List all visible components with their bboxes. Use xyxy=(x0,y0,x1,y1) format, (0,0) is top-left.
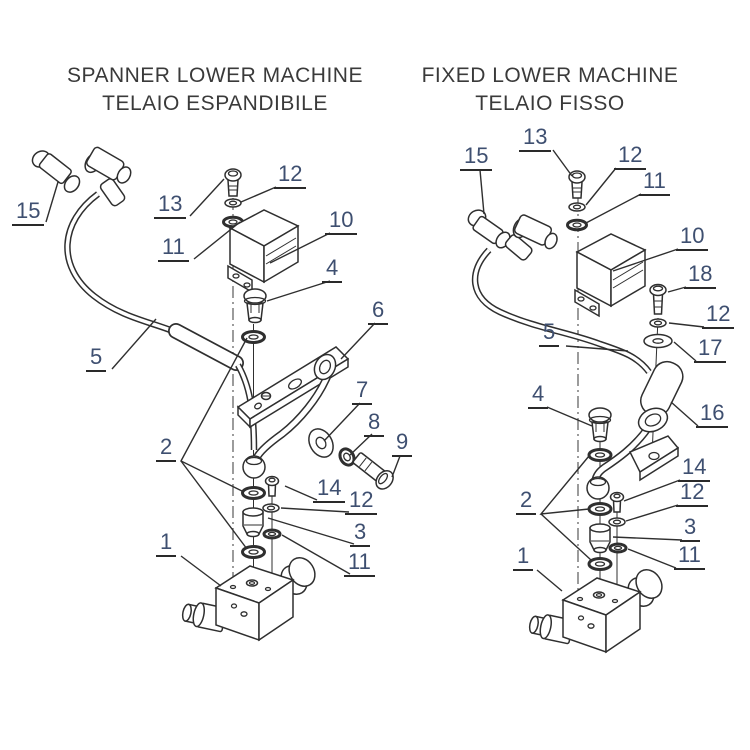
part-washer-8-left xyxy=(338,447,356,467)
part-washer-11-left-mid xyxy=(262,528,282,540)
part-washer-2b-right xyxy=(587,502,613,516)
part-washer-2c-right xyxy=(587,557,613,571)
part-washer-2a-right xyxy=(587,448,613,462)
part-washer-2b-left xyxy=(241,486,266,500)
left-callout-12-mid: 12 xyxy=(345,489,378,515)
right-callout-11-top: 11 xyxy=(639,170,670,196)
part-washer-2a-left xyxy=(241,330,266,344)
left-callout-10: 10 xyxy=(325,209,358,235)
part-hose-5-left xyxy=(64,191,258,451)
right-callout-12-top: 12 xyxy=(614,144,647,170)
part-bolt-18-right xyxy=(649,283,667,315)
right-callout-4: 4 xyxy=(528,383,549,409)
right-callout-1: 1 xyxy=(513,545,534,571)
part-plug-4-left xyxy=(243,288,267,324)
part-washer-12-right-top xyxy=(568,202,586,212)
left-assembly-title: SPANNER LOWER MACHINE TELAIO ESPANDIBILE xyxy=(35,62,395,118)
part-washer-12-left-top xyxy=(224,198,242,208)
right-assembly-drawing xyxy=(467,149,705,654)
left-callout-12-top: 12 xyxy=(274,163,307,189)
right-callout-14: 14 xyxy=(678,456,711,482)
right-callout-3: 3 xyxy=(680,516,701,542)
part-block-10-right xyxy=(574,233,647,318)
part-valve-block-1-right xyxy=(528,569,663,654)
left-callout-4: 4 xyxy=(322,257,343,283)
part-plate-tube-6-left xyxy=(236,346,350,479)
part-bolt-13-left xyxy=(224,168,242,197)
right-callout-17: 17 xyxy=(694,337,727,363)
left-callout-2: 2 xyxy=(156,436,177,462)
part-washer-11-right-mid xyxy=(608,542,628,554)
left-leader-lines xyxy=(45,178,401,587)
part-washer-12-right-mid xyxy=(608,517,626,527)
part-bolt-14-left xyxy=(264,475,280,497)
left-callout-15: 15 xyxy=(12,200,45,226)
left-callout-3: 3 xyxy=(350,521,371,547)
part-bolt-13-right xyxy=(568,170,586,199)
right-callout-5: 5 xyxy=(539,321,560,347)
part-washer-7-left xyxy=(308,428,334,458)
part-valve-block-1-left xyxy=(181,557,316,642)
right-title-line1: FIXED LOWER MACHINE xyxy=(421,64,679,87)
part-fitting-3-left xyxy=(242,507,264,538)
part-bolt-9-left xyxy=(352,452,394,490)
left-callout-9: 9 xyxy=(392,431,413,457)
right-callout-11-mid: 11 xyxy=(674,544,705,570)
left-callout-7: 7 xyxy=(352,379,373,405)
part-elbow-16-right xyxy=(586,360,684,500)
part-washer-2c-left xyxy=(241,545,266,559)
part-block-10-left xyxy=(227,209,300,294)
right-callout-12-18: 12 xyxy=(702,303,735,329)
right-callout-16: 16 xyxy=(696,402,729,428)
part-hose-5-right xyxy=(471,247,652,375)
part-washer-11-right-top xyxy=(566,218,588,232)
left-assembly-drawing xyxy=(31,146,401,642)
part-washer-12-right-18 xyxy=(649,318,667,328)
part-bolt-14-right xyxy=(609,491,625,513)
part-fitting-3-right xyxy=(589,523,611,554)
left-callout-5: 5 xyxy=(86,346,107,372)
part-fittings-15-right xyxy=(467,209,558,261)
left-callout-11-mid: 11 xyxy=(344,551,375,577)
part-washer-17-right xyxy=(643,333,673,349)
left-callout-8: 8 xyxy=(364,411,385,437)
left-callout-13: 13 xyxy=(154,193,187,219)
left-callout-6: 6 xyxy=(368,299,389,325)
left-callout-14: 14 xyxy=(313,477,346,503)
right-assembly-title: FIXED LOWER MACHINE TELAIO FISSO xyxy=(395,62,705,118)
right-callout-18: 18 xyxy=(684,263,717,289)
left-title-line1: SPANNER LOWER MACHINE xyxy=(67,64,363,87)
part-plug-4-right xyxy=(588,407,612,443)
right-callout-12-mid: 12 xyxy=(676,481,709,507)
right-title-line2: TELAIO FISSO xyxy=(475,92,625,115)
part-washer-12-left-mid xyxy=(262,503,280,513)
right-leader-lines xyxy=(479,149,705,592)
left-title-line2: TELAIO ESPANDIBILE xyxy=(102,92,328,115)
part-fittings-15-left xyxy=(31,146,132,207)
right-callout-13: 13 xyxy=(519,126,552,152)
right-callout-15: 15 xyxy=(460,145,493,171)
left-callout-11-top: 11 xyxy=(158,236,189,262)
right-callout-10: 10 xyxy=(676,225,709,251)
right-callout-2: 2 xyxy=(516,489,537,515)
left-callout-1: 1 xyxy=(156,531,177,557)
